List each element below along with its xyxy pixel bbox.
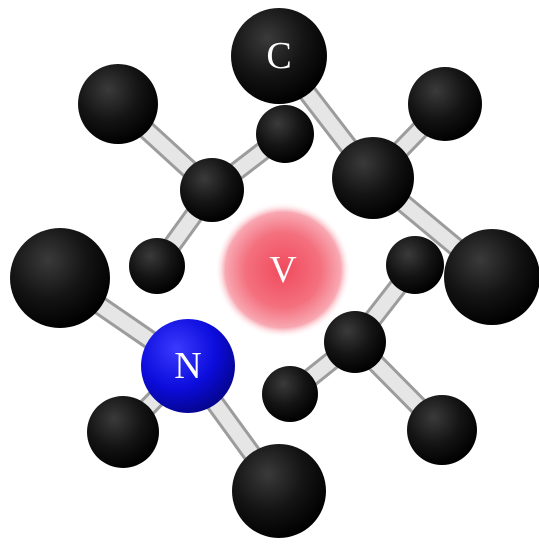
vacancy-label: V xyxy=(269,249,297,291)
carbon-atom-left-hub xyxy=(180,158,244,222)
carbon-atom-upper-right xyxy=(408,67,482,141)
carbon-atom-lower-left xyxy=(87,396,159,468)
carbon-atom-labeled xyxy=(231,8,327,104)
vacancy-group: V xyxy=(215,202,351,338)
carbon-atom-lower-right-hub xyxy=(324,311,386,373)
carbon-atom-far-left xyxy=(10,228,110,328)
carbon-label: C xyxy=(266,35,291,77)
carbon-atom-right-far xyxy=(444,229,539,325)
carbon-atom-lower-right xyxy=(407,395,477,465)
carbon-atom-right-hub xyxy=(332,137,414,219)
carbon-atom-right-inner xyxy=(386,236,444,294)
nitrogen-label: N xyxy=(174,345,201,387)
carbon-atom-upper-left xyxy=(78,64,158,144)
carbon-atom-bottom xyxy=(232,444,326,538)
carbon-atom-lower-inner xyxy=(262,366,318,422)
carbon-atoms: C xyxy=(10,8,539,538)
nitrogen-atom xyxy=(141,319,235,413)
vacancy-site xyxy=(215,202,351,338)
carbon-atom-left-inner xyxy=(129,238,185,294)
nitrogen-group: N xyxy=(141,319,235,413)
carbon-atom-top-center xyxy=(256,105,314,163)
